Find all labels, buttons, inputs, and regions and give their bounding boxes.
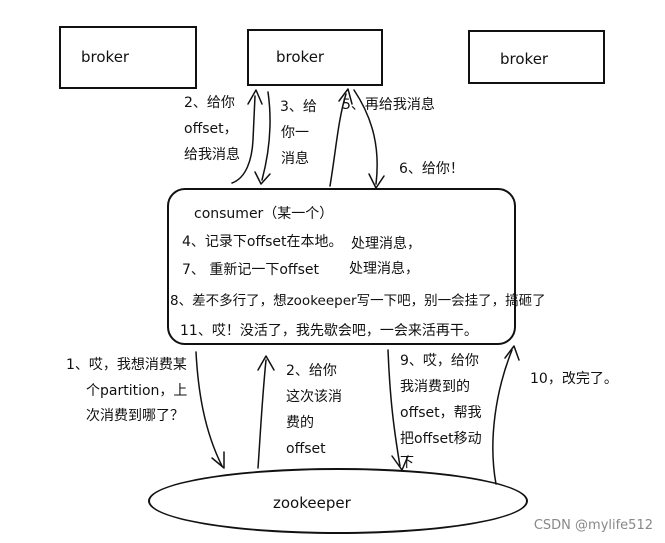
consumer-step-4: 4、记录下offset在本地。 bbox=[182, 234, 343, 250]
step-1-zk-line2: 个partition，上 bbox=[86, 383, 188, 399]
step-2-zk-line1: 2、给你 bbox=[286, 363, 337, 379]
arrow-1-zk bbox=[195, 351, 223, 467]
step-2-zk-line4: offset bbox=[286, 441, 326, 457]
consumer-process-2: 处理消息， bbox=[349, 261, 419, 277]
consumer-title: consumer（某一个） bbox=[194, 206, 334, 222]
step-6-broker: 6、给你！ bbox=[399, 161, 464, 177]
broker-label: broker bbox=[276, 48, 325, 66]
step-10-zk: 10，改完了。 bbox=[530, 371, 618, 387]
consumer-step-7: 7、 重新记一下offset bbox=[182, 262, 319, 278]
arrow-9-zk bbox=[387, 349, 401, 467]
step-9-zk-line3: offset，帮我 bbox=[400, 405, 482, 421]
step-2-zk-line3: 费的 bbox=[286, 415, 314, 431]
arrow-3-broker bbox=[261, 91, 271, 181]
arrow-6-broker bbox=[353, 89, 378, 185]
broker-label: broker bbox=[81, 48, 130, 66]
step-9-zk-line2: 我消费到的 bbox=[400, 379, 470, 395]
step-5-broker: 5、再给我消息 bbox=[342, 97, 435, 113]
consumer-process-1: 处理消息， bbox=[351, 236, 421, 252]
step-3-broker-line1: 3、给 bbox=[280, 99, 317, 115]
step-3-broker-line3: 消息 bbox=[281, 151, 309, 167]
step-1-zk-line3: 次消费到哪了？ bbox=[86, 408, 184, 424]
broker-box-2: broker bbox=[247, 29, 383, 86]
arrow-5-broker bbox=[329, 93, 347, 187]
arrow-2-zk bbox=[257, 359, 267, 469]
step-2-broker-line2: offset， bbox=[184, 121, 238, 137]
step-9-zk-line5: 下 bbox=[400, 455, 414, 471]
step-1-zk-line1: 1、哎，我想消费某 bbox=[66, 357, 187, 373]
arrow-10-zk bbox=[492, 349, 513, 485]
step-2-broker-line3: 给我消息 bbox=[184, 147, 240, 163]
zookeeper-label: zookeeper bbox=[273, 494, 351, 512]
zookeeper-ellipse bbox=[148, 468, 528, 534]
broker-label: broker bbox=[500, 50, 549, 68]
consumer-box bbox=[167, 188, 516, 345]
arrow-2-broker bbox=[231, 95, 256, 184]
consumer-step-8: 8、差不多行了，想zookeeper写一下吧，别一会挂了，搞砸了 bbox=[170, 293, 546, 309]
step-2-zk-line2: 这次该消 bbox=[286, 389, 342, 405]
step-9-zk-line4: 把offset移动 bbox=[400, 431, 482, 447]
broker-box-3: broker bbox=[468, 30, 605, 84]
step-3-broker-line2: 你一 bbox=[281, 125, 309, 141]
watermark: CSDN @mylife512 bbox=[533, 518, 653, 533]
consumer-step-11: 11、哎！没活了，我先歇会吧，一会来活再干。 bbox=[180, 323, 478, 339]
broker-box-1: broker bbox=[59, 26, 197, 89]
step-9-zk-line1: 9、哎，给你 bbox=[400, 353, 479, 369]
step-2-broker-line1: 2、给你 bbox=[184, 95, 235, 111]
